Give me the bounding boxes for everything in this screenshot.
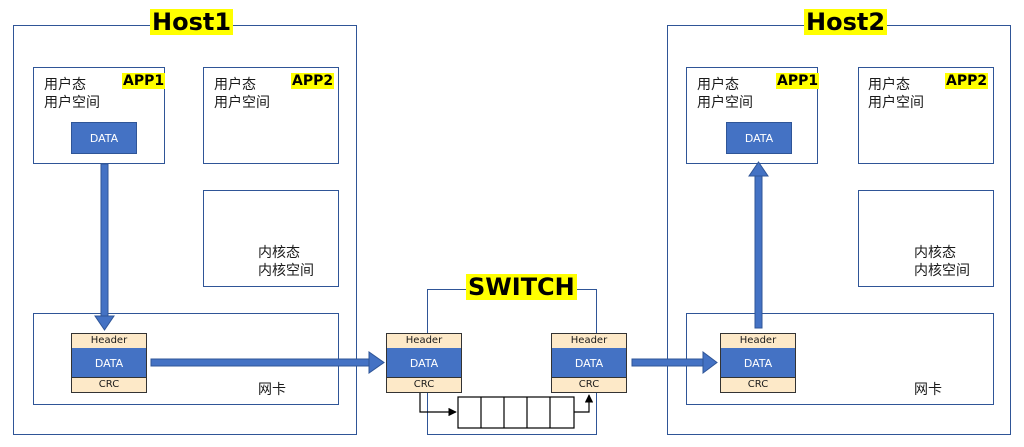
host1-app2-mode: 用户态	[214, 77, 256, 93]
host2-app2-box	[858, 67, 994, 164]
host1-app2-box	[203, 67, 339, 164]
host1-kernel-space: 内核空间	[258, 263, 314, 279]
packet-crc: CRC	[721, 377, 795, 392]
host1-kernel-mode: 内核态	[258, 245, 300, 261]
packet-data: DATA	[387, 348, 461, 378]
host2-kernel-box	[858, 190, 994, 287]
switch-enqueue-arrow	[419, 393, 457, 417]
host2-app2-space: 用户空间	[868, 95, 924, 111]
host2-nic-label: 网卡	[914, 382, 942, 398]
host1-app2-tag: APP2	[291, 73, 335, 89]
host2-up-arrow	[748, 161, 769, 329]
host1-kernel-box	[203, 190, 339, 287]
host1-app2-space: 用户空间	[214, 95, 270, 111]
host2-title: Host2	[804, 8, 888, 36]
packet-crc: CRC	[72, 377, 146, 392]
host2-kernel-mode: 内核态	[914, 245, 956, 261]
host1-nic-label: 网卡	[258, 382, 286, 398]
packet-data: DATA	[72, 348, 146, 378]
host1-app1-mode: 用户态	[44, 77, 86, 93]
packet-data: DATA	[721, 348, 795, 378]
host1-packet: Header DATA CRC	[71, 333, 147, 393]
packet-crc: CRC	[552, 377, 626, 392]
host2-app1-space: 用户空间	[697, 95, 753, 111]
host1-title: Host1	[150, 8, 234, 36]
host2-app1-mode: 用户态	[697, 77, 739, 93]
packet-data: DATA	[552, 348, 626, 378]
host1-to-switch-arrow	[150, 351, 385, 374]
host1-app1-tag: APP1	[122, 73, 166, 89]
host2-app-data-block: DATA	[726, 122, 792, 154]
host2-kernel-space: 内核空间	[914, 263, 970, 279]
switch-to-host2-arrow	[631, 351, 718, 374]
switch-title: SWITCH	[466, 273, 577, 301]
host2-app2-mode: 用户态	[868, 77, 910, 93]
host1-app1-space: 用户空间	[44, 95, 100, 111]
host2-app1-box	[686, 67, 818, 164]
host1-app1-box	[33, 67, 165, 164]
switch-queue	[457, 396, 575, 429]
switch-in-packet: Header DATA CRC	[386, 333, 462, 393]
switch-out-packet: Header DATA CRC	[551, 333, 627, 393]
packet-crc: CRC	[387, 377, 461, 392]
host2-app1-tag: APP1	[776, 73, 820, 89]
host2-app2-tag: APP2	[945, 73, 989, 89]
host2-packet: Header DATA CRC	[720, 333, 796, 393]
host1-down-arrow	[94, 163, 115, 331]
host1-app-data-block: DATA	[71, 122, 137, 154]
switch-dequeue-arrow	[574, 394, 594, 413]
